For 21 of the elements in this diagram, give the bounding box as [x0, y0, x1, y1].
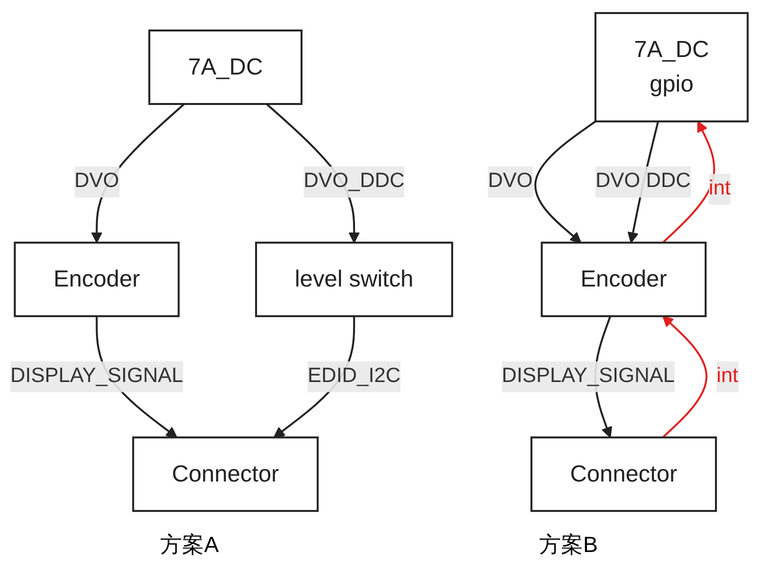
- edge-label: int: [716, 365, 738, 388]
- node-box: level switch: [255, 242, 454, 318]
- edge-label: DISPLAY_SIGNAL: [502, 365, 675, 388]
- node-box: 7A_DC: [148, 30, 302, 105]
- edge-label: DISPLAY_SIGNAL: [10, 365, 184, 388]
- node-box: 7A_DC gpio: [594, 12, 749, 122]
- node-box: Encoder: [14, 242, 180, 318]
- edge-label: int: [708, 178, 731, 200]
- edge-label: DVO: [488, 170, 533, 192]
- edge-label: DVO DDC: [596, 170, 691, 192]
- diagram-caption: 方案A: [160, 531, 219, 559]
- edge-label: DVO: [74, 170, 120, 192]
- arrow: [662, 316, 708, 438]
- diagram-caption: 方案B: [539, 531, 598, 559]
- arrow: [662, 120, 716, 244]
- edge-label: DVO_DDC: [304, 170, 405, 192]
- node-box: Encoder: [540, 242, 707, 318]
- edge-label: EDID_I2C: [308, 365, 401, 388]
- node-box: Connector: [132, 436, 319, 512]
- node-box: Connector: [530, 436, 717, 512]
- arrow: [534, 120, 596, 244]
